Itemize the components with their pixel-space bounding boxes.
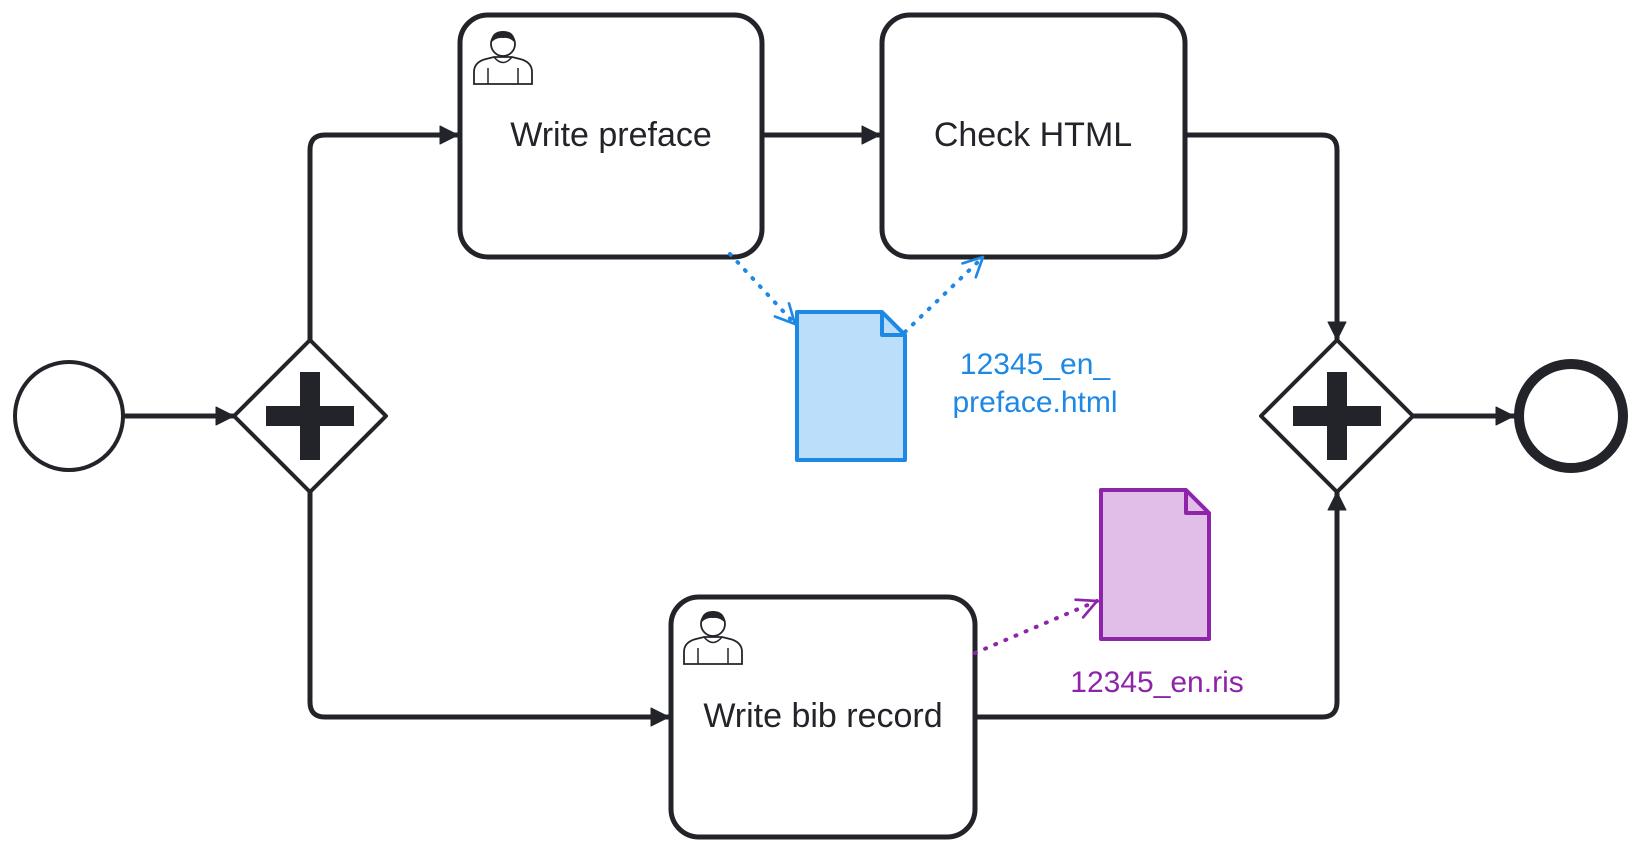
task-label: Write bib record — [703, 697, 942, 735]
task-label: Write preface — [510, 116, 712, 154]
plus-icon — [266, 372, 354, 460]
association-bib-to-ris[interactable] — [973, 598, 1099, 655]
end-event[interactable] — [1514, 359, 1628, 473]
data-object-ris[interactable]: 12345_en.ris — [1070, 488, 1244, 699]
flow-bib-to-join[interactable] — [972, 489, 1347, 720]
task-check-html[interactable]: Check HTML — [879, 12, 1188, 260]
flow-check-html-to-join[interactable] — [1182, 132, 1347, 343]
data-associations — [728, 252, 1099, 655]
user-icon — [473, 31, 533, 85]
task-write-bib-record[interactable]: Write bib record — [668, 594, 978, 840]
association-preface-to-html[interactable] — [728, 252, 797, 326]
data-object-label-line1: 12345_en_ — [960, 348, 1111, 381]
sequence-flows — [117, 125, 1517, 727]
data-object-preface-html[interactable]: 12345_en_ preface.html — [795, 310, 1118, 462]
user-icon — [683, 611, 743, 665]
document-icon — [795, 310, 907, 462]
data-object-label-line2: preface.html — [952, 386, 1117, 419]
parallel-gateway-join[interactable] — [1259, 338, 1415, 494]
parallel-gateway-split[interactable] — [232, 338, 388, 494]
association-html-to-check[interactable] — [903, 255, 985, 334]
task-write-preface[interactable]: Write preface — [457, 12, 765, 260]
flow-split-to-write-preface[interactable] — [307, 125, 461, 343]
flow-split-to-write-bib[interactable] — [307, 489, 672, 727]
data-object-label: 12345_en.ris — [1070, 666, 1243, 699]
plus-icon — [1293, 372, 1381, 460]
start-event[interactable] — [13, 360, 125, 472]
task-label: Check HTML — [934, 116, 1132, 154]
document-icon — [1099, 488, 1211, 641]
